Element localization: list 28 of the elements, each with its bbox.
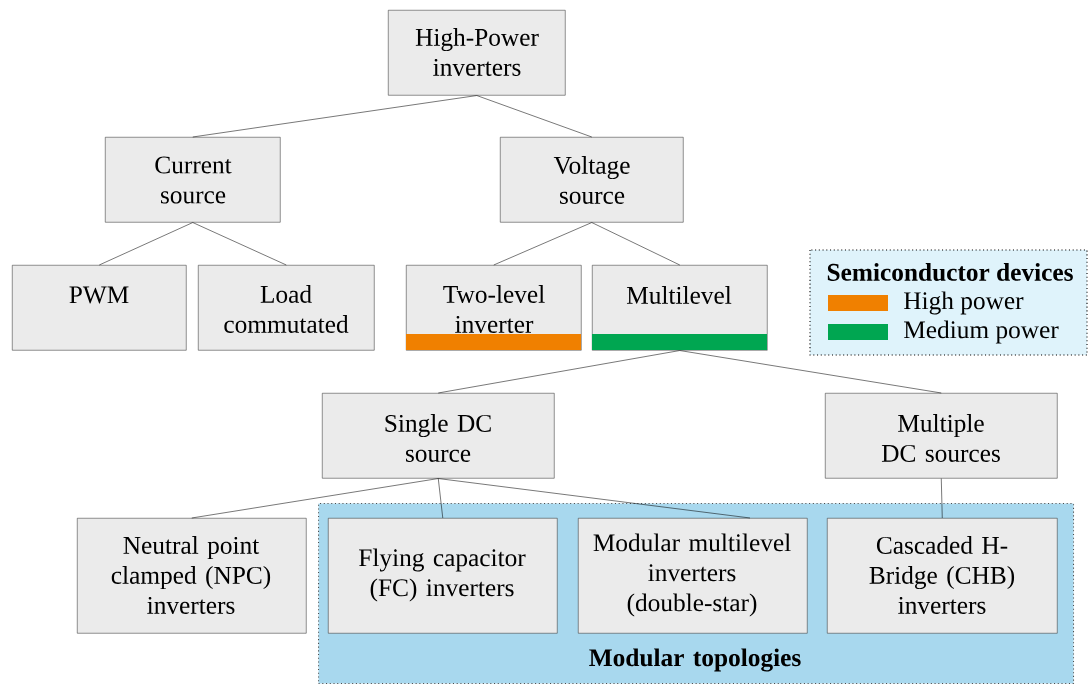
process-box: Multiple DC sources — [825, 393, 1058, 479]
legend-text: Medium power — [904, 320, 1059, 344]
process-box: Neutral point clamped (NPC) inverters — [77, 518, 307, 634]
connector-line — [438, 478, 444, 519]
process-box: High-Power inverters — [388, 10, 566, 96]
connector-line — [192, 95, 478, 138]
connector-line — [191, 478, 439, 519]
connector-line — [591, 222, 681, 266]
connector-line — [493, 222, 593, 266]
connector-line — [99, 222, 194, 266]
process-box: PWM — [12, 265, 187, 351]
process-box: Cascaded H-Bridge (CHB) inverters — [827, 518, 1058, 634]
process-box: Current source — [105, 137, 281, 223]
connector-line — [438, 478, 751, 519]
legend-title: Semiconductor devices — [827, 263, 1073, 281]
connector-line — [192, 222, 287, 266]
process-box: Multilevel — [592, 265, 768, 351]
connector-line — [941, 478, 943, 519]
process-box: Voltage source — [500, 137, 684, 223]
process-box: Modular multilevel inverters (double-star) — [578, 518, 808, 634]
connector-line — [438, 350, 681, 394]
process-box: Single DC source — [322, 393, 555, 479]
process-box: Flying capacitor (FC) inverters — [328, 518, 558, 634]
legend-text: High power — [904, 291, 1024, 315]
process-box: Load commutated — [198, 265, 375, 351]
connector-line — [476, 95, 593, 138]
connector-line — [679, 350, 942, 394]
process-box: Two-level inverter — [406, 265, 582, 351]
